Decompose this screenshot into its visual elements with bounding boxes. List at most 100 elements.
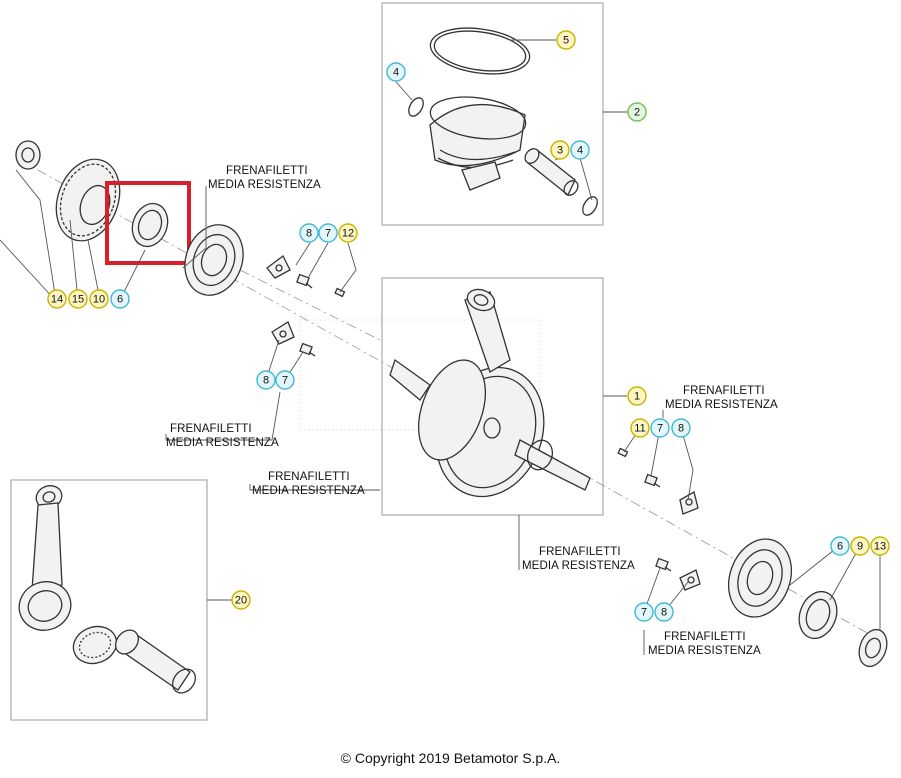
callout-number: 8 — [263, 375, 269, 387]
threadlocker-note-5: FRENAFILETTI MEDIA RESISTENZA — [522, 546, 635, 572]
callout-circle — [556, 30, 576, 50]
callout-7[interactable]: 7 — [275, 370, 295, 390]
callout-4[interactable]: 4 — [386, 62, 406, 82]
callout-circle — [830, 536, 850, 556]
callout-8[interactable]: 8 — [299, 223, 319, 243]
callout-number: 6 — [117, 294, 123, 306]
callout-number: 14 — [51, 294, 63, 306]
callout-circle — [110, 289, 130, 309]
callout-number: 8 — [661, 607, 667, 619]
callout-1[interactable]: 1 — [627, 386, 647, 406]
callout-circle — [386, 62, 406, 82]
callout-7[interactable]: 7 — [650, 418, 670, 438]
callout-circle — [299, 223, 319, 243]
callout-circle — [256, 370, 276, 390]
callout-number: 12 — [342, 228, 354, 240]
callout-circle — [671, 418, 691, 438]
callout-circle — [870, 536, 890, 556]
callout-number: 1 — [634, 391, 640, 403]
callout-6[interactable]: 6 — [830, 536, 850, 556]
callout-number: 5 — [563, 35, 569, 47]
callout-number: 3 — [557, 145, 563, 157]
svg-text:FRENAFILETTI: FRENAFILETTI — [226, 165, 308, 177]
callout-7[interactable]: 7 — [318, 223, 338, 243]
callout-number: 7 — [325, 228, 331, 240]
svg-text:MEDIA RESISTENZA: MEDIA RESISTENZA — [208, 179, 321, 191]
threadlocker-note-2: FRENAFILETTI MEDIA RESISTENZA — [166, 423, 279, 449]
svg-text:FRENAFILETTI: FRENAFILETTI — [170, 423, 252, 435]
callout-circle — [850, 536, 870, 556]
screw-part-2 — [299, 342, 316, 357]
svg-text:FRENAFILETTI: FRENAFILETTI — [664, 631, 746, 643]
callout-circle — [650, 418, 670, 438]
callout-15[interactable]: 15 — [68, 289, 88, 309]
callout-number: 7 — [641, 607, 647, 619]
callout-11[interactable]: 11 — [630, 418, 650, 438]
screw-part-4 — [655, 557, 672, 572]
main-bearing-part-2 — [728, 538, 792, 618]
callout-12[interactable]: 12 — [338, 223, 358, 243]
callout-14[interactable]: 14 — [47, 289, 67, 309]
svg-text:MEDIA RESISTENZA: MEDIA RESISTENZA — [166, 437, 279, 449]
callout-circle — [550, 140, 570, 160]
dowel-pin-part-2 — [617, 447, 629, 458]
callout-13[interactable]: 13 — [870, 536, 890, 556]
callout-circle — [654, 602, 674, 622]
callout-number: 7 — [657, 423, 663, 435]
callout-circle — [47, 289, 67, 309]
callout-circle — [338, 223, 358, 243]
callout-8[interactable]: 8 — [256, 370, 276, 390]
callout-3[interactable]: 3 — [550, 140, 570, 160]
callout-number: 4 — [393, 67, 399, 79]
callout-8[interactable]: 8 — [654, 602, 674, 622]
callout-circle — [627, 386, 647, 406]
callout-number: 20 — [235, 595, 247, 607]
callout-circle — [630, 418, 650, 438]
circlip-part — [408, 97, 424, 117]
crank-nut-part — [15, 140, 41, 170]
circlip-part-2 — [582, 196, 598, 216]
svg-text:MEDIA RESISTENZA: MEDIA RESISTENZA — [665, 399, 778, 411]
leader-lines — [0, 39, 881, 655]
crank-nut-part-2 — [858, 628, 888, 668]
piston-part — [429, 96, 527, 191]
lock-plate-part-4 — [679, 569, 701, 591]
callout-circle — [570, 140, 590, 160]
callout-circle — [318, 223, 338, 243]
callout-9[interactable]: 9 — [850, 536, 870, 556]
crankshaft-part — [389, 288, 591, 498]
svg-text:FRENAFILETTI: FRENAFILETTI — [683, 385, 765, 397]
svg-text:MEDIA RESISTENZA: MEDIA RESISTENZA — [648, 645, 761, 657]
svg-text:MEDIA RESISTENZA: MEDIA RESISTENZA — [252, 485, 365, 497]
needle-bearing-part — [72, 625, 118, 665]
main-bearing-part — [184, 224, 244, 296]
callout-number: 8 — [306, 228, 312, 240]
callout-6[interactable]: 6 — [110, 289, 130, 309]
callout-number: 9 — [857, 541, 863, 553]
callout-circle — [68, 289, 88, 309]
callout-4[interactable]: 4 — [570, 140, 590, 160]
callout-circle — [627, 102, 647, 122]
callout-7[interactable]: 7 — [634, 602, 654, 622]
crankshaft-group-box — [381, 277, 604, 516]
callout-20[interactable]: 20 — [231, 590, 251, 610]
callout-5[interactable]: 5 — [556, 30, 576, 50]
callout-number: 11 — [634, 423, 645, 435]
highlight-box[interactable] — [105, 181, 191, 265]
svg-text:FRENAFILETTI: FRENAFILETTI — [539, 546, 621, 558]
callout-8[interactable]: 8 — [671, 418, 691, 438]
callout-circle — [89, 289, 109, 309]
callout-circle — [275, 370, 295, 390]
lock-plate-part — [266, 255, 291, 279]
oil-seal-part — [131, 202, 169, 248]
oil-seal-part-2 — [798, 590, 838, 640]
callout-2[interactable]: 2 — [627, 102, 647, 122]
lock-plate-part-2 — [271, 321, 295, 345]
callout-number: 7 — [282, 375, 288, 387]
threadlocker-note: FRENAFILETTI MEDIA RESISTENZA — [208, 165, 321, 191]
callout-10[interactable]: 10 — [89, 289, 109, 309]
screw-part — [296, 273, 313, 289]
screw-part-3 — [644, 473, 661, 488]
threadlocker-note-6: FRENAFILETTI MEDIA RESISTENZA — [648, 631, 761, 657]
